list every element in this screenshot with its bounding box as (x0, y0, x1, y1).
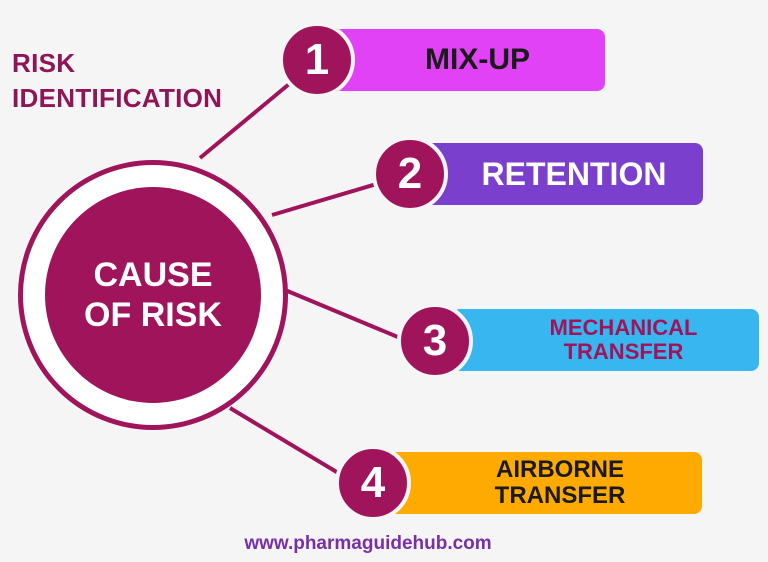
item-3-label-line-1: MECHANICAL (549, 315, 698, 340)
item-2-label: RETENTION (481, 155, 667, 192)
connector-3 (284, 288, 406, 342)
item-bar-1: MIX-UP (320, 29, 605, 91)
item-3-label-line-2: TRANSFER (563, 339, 684, 364)
item-1-label: MIX-UP (425, 43, 530, 76)
item-badge-4: 4 (335, 445, 411, 521)
item-badge-2: 2 (372, 136, 448, 212)
item-4-label-line-2: TRANSFER (494, 482, 626, 509)
center-line-1: CAUSE (93, 256, 213, 294)
connector-4 (228, 406, 352, 482)
item-badge-3: 3 (397, 303, 473, 379)
center-node: CAUSE OF RISK (45, 187, 261, 403)
heading-line-1: RISK (12, 48, 76, 78)
heading-line-2: IDENTIFICATION (12, 83, 223, 113)
item-4-label-line-1: AIRBORNE (495, 456, 624, 483)
connector-1 (198, 73, 302, 160)
footer-url: www.pharmaguidehub.com (244, 533, 492, 554)
item-badge-1: 1 (279, 22, 355, 98)
center-line-2: OF RISK (84, 296, 222, 334)
item-bar-4: AIRBORNE TRANSFER (388, 452, 702, 514)
item-bar-3: MECHANICAL TRANSFER (452, 309, 759, 371)
diagram-heading: RISK IDENTIFICATION (12, 46, 222, 116)
connector-2 (271, 178, 391, 217)
item-bar-2: RETENTION (425, 143, 703, 205)
